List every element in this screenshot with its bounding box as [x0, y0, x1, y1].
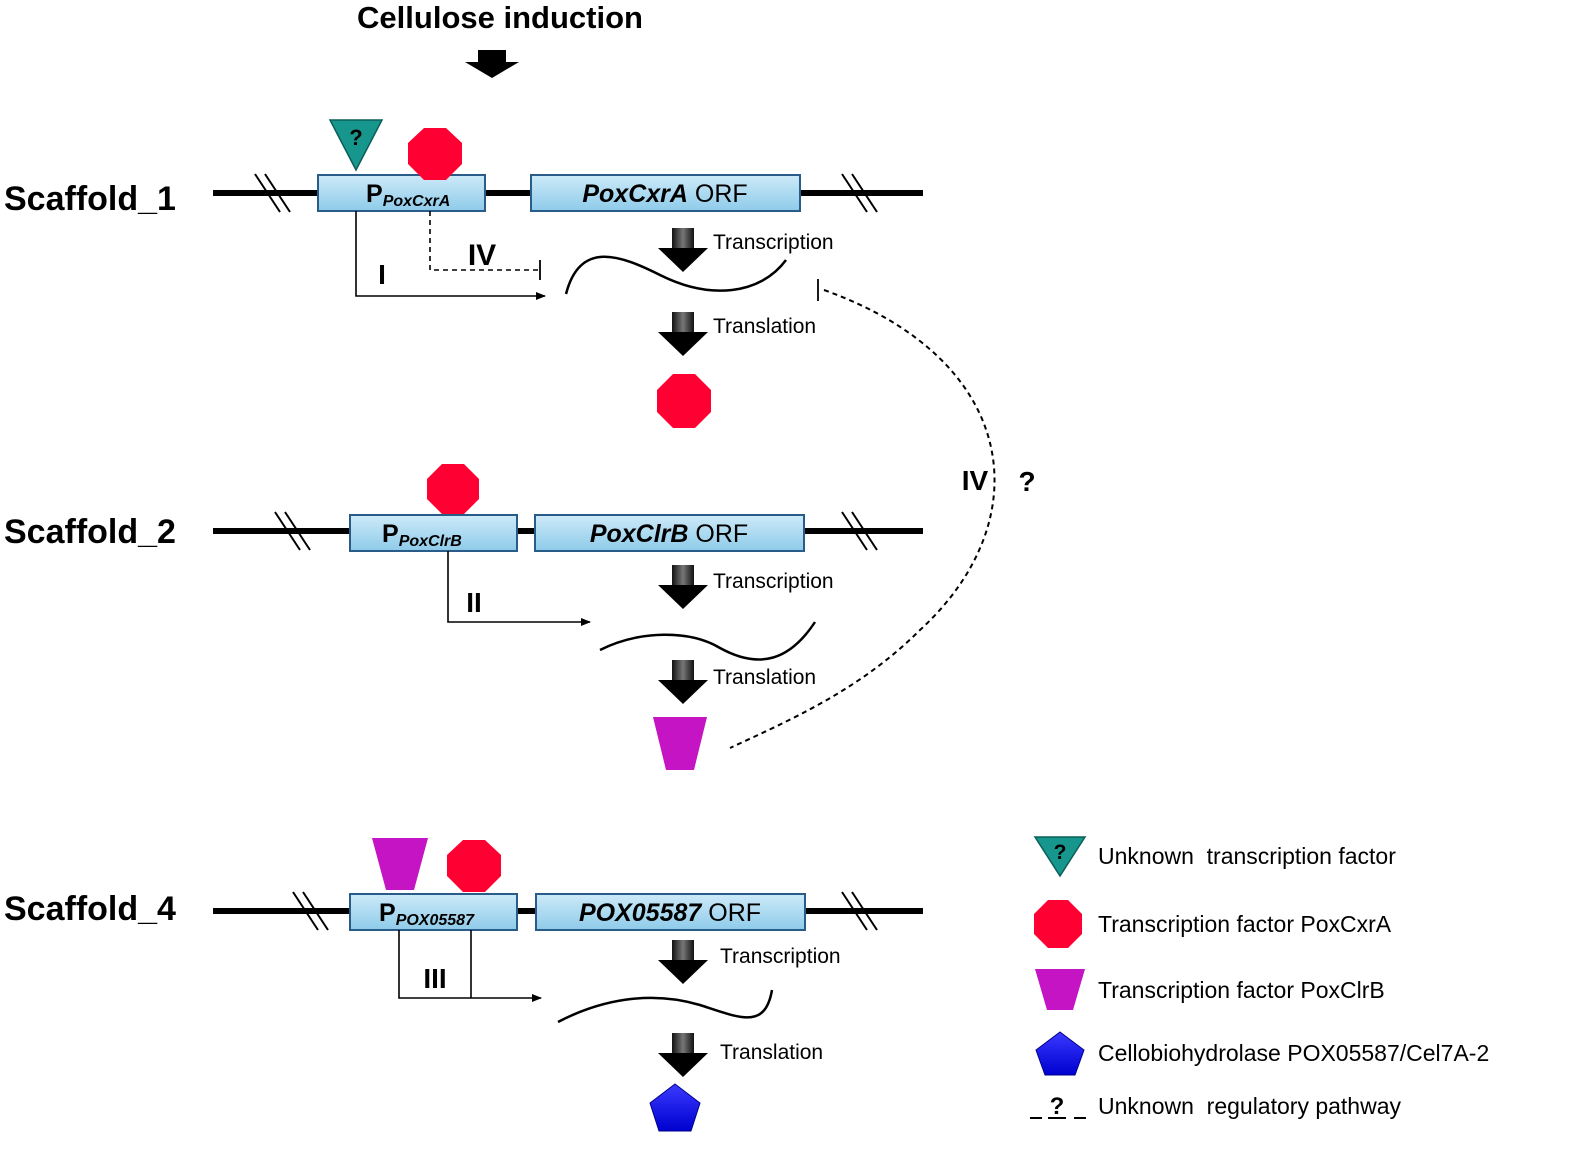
promoter-prefix: P: [366, 180, 383, 208]
promoter-subscript: PoxClrB: [399, 533, 462, 550]
mrna-strand: [557, 989, 774, 1024]
orf-label: PoxCxrA ORF: [582, 180, 747, 208]
transcription-arrow: [658, 940, 708, 984]
mrna-strand: [564, 255, 788, 295]
orf-gene: PoxCxrA: [582, 180, 688, 208]
scaffold-label: Scaffold_2: [4, 513, 176, 551]
pathway-iv-label: IV: [468, 239, 496, 272]
transcription-label: Transcription: [713, 231, 834, 254]
pathway-ii-arrow: [447, 551, 591, 626]
dna-break-mark: [254, 173, 878, 213]
diagram-title: Cellulose induction: [357, 0, 643, 35]
orf-label: PoxClrB ORF: [590, 520, 748, 548]
pathway-i-arrow: [355, 211, 546, 300]
promoter-box: [349, 514, 518, 552]
pathway-i-label: I: [378, 259, 386, 290]
legend-item-poxcxra: Transcription factor PoxCxrA: [1034, 900, 1392, 948]
pathway-iii-label: III: [423, 963, 446, 994]
cellobiohydrolase-protein-icon: [649, 1083, 701, 1132]
scaffold-label: Scaffold_1: [4, 180, 176, 218]
translation-label: Translation: [713, 315, 816, 338]
legend-text: Cellobiohydrolase POX05587/Cel7A-2: [1098, 1040, 1489, 1066]
promoter-prefix: P: [382, 520, 399, 548]
legend-item-unknown-factor: ? Unknown transcription factor: [1033, 836, 1396, 878]
legend-item-cellobiohydrolase: Cellobiohydrolase POX05587/Cel7A-2: [1035, 1031, 1489, 1076]
unknown-transcription-factor-icon: [328, 119, 384, 172]
feedback-pathway-iv: [729, 289, 996, 749]
legend-item-poxclrb: Transcription factor PoxClrB: [1035, 969, 1385, 1010]
poxcxra-factor-icon: [427, 464, 479, 514]
orf-suffix: ORF: [688, 180, 748, 208]
orf-gene: PoxClrB: [590, 520, 689, 548]
transcription-label: Transcription: [720, 945, 841, 968]
promoter-box: [317, 174, 486, 212]
feedback-question-label: ?: [1018, 466, 1035, 497]
legend-text: Unknown transcription factor: [1098, 843, 1396, 869]
magenta-trapezoid-icon: [1035, 969, 1085, 1010]
legend-icon-question: ?: [1054, 841, 1067, 864]
induction-arrow: [465, 50, 519, 78]
scaffold-label: Scaffold_4: [4, 890, 176, 928]
legend-question-mark: ?: [1050, 1093, 1065, 1120]
translation-arrow: [658, 1033, 708, 1077]
poxcxra-factor-icon: [408, 128, 462, 180]
poxcxra-factor-icon: [447, 840, 501, 892]
translation-arrow: [658, 660, 708, 704]
promoter-subscript: POX05587: [396, 912, 475, 929]
feedback-iv-label: IV: [962, 465, 989, 496]
orf-suffix: ORF: [701, 899, 761, 927]
promoter-subscript: PoxCxrA: [383, 193, 451, 210]
translation-label: Translation: [713, 666, 816, 689]
promoter-prefix: P: [379, 899, 396, 927]
pathway-iii-arrow: [398, 930, 542, 1002]
orf-gene: POX05587: [579, 899, 702, 927]
orf-box: [530, 174, 801, 212]
translation-label: Translation: [720, 1041, 823, 1064]
poxclrb-factor-icon: [372, 838, 428, 890]
legend: ? Unknown transcription factor Transcrip…: [1030, 836, 1489, 1120]
dna-break-mark: [274, 511, 878, 551]
unknown-factor-icon: [1033, 836, 1087, 878]
scaffold-1: Scaffold_1 PPoxCxrA PoxCxrA ORF ? I IV: [4, 119, 923, 428]
legend-text: Transcription factor PoxCxrA: [1098, 911, 1392, 937]
red-octagon-icon: [1034, 900, 1082, 948]
legend-text: Transcription factor PoxClrB: [1098, 977, 1385, 1003]
translation-arrow: [658, 312, 708, 356]
promoter-label: PPoxCxrA: [366, 180, 450, 210]
promoter-box: [349, 893, 518, 931]
pathway-ii-label: II: [466, 587, 482, 618]
transcription-arrow: [658, 565, 708, 609]
pathway-iv-inhibition: [429, 211, 539, 271]
orf-suffix: ORF: [688, 520, 748, 548]
orf-label: POX05587 ORF: [579, 899, 761, 927]
promoter-label: PPOX05587: [379, 899, 475, 929]
orf-box: [535, 893, 806, 931]
scaffold-2: Scaffold_2 PPoxClrB PoxClrB ORF II Trans…: [4, 464, 923, 770]
unknown-factor-question: ?: [349, 125, 362, 150]
promoter-label: PPoxClrB: [382, 520, 462, 550]
legend-text: Unknown regulatory pathway: [1098, 1093, 1401, 1119]
transcription-label: Transcription: [713, 570, 834, 593]
poxcxra-protein-icon: [657, 374, 711, 428]
mrna-strand: [599, 621, 817, 661]
dna-break-mark: [292, 891, 878, 931]
transcription-arrow: [658, 228, 708, 272]
legend-item-unknown-pathway: ? Unknown regulatory pathway: [1030, 1093, 1401, 1120]
blue-pentagon-icon: [1035, 1031, 1085, 1076]
scaffold-4: Scaffold_4 PPOX05587 POX05587 ORF III Tr…: [4, 838, 923, 1132]
poxclrb-protein-icon: [653, 717, 707, 770]
orf-box: [534, 514, 805, 552]
